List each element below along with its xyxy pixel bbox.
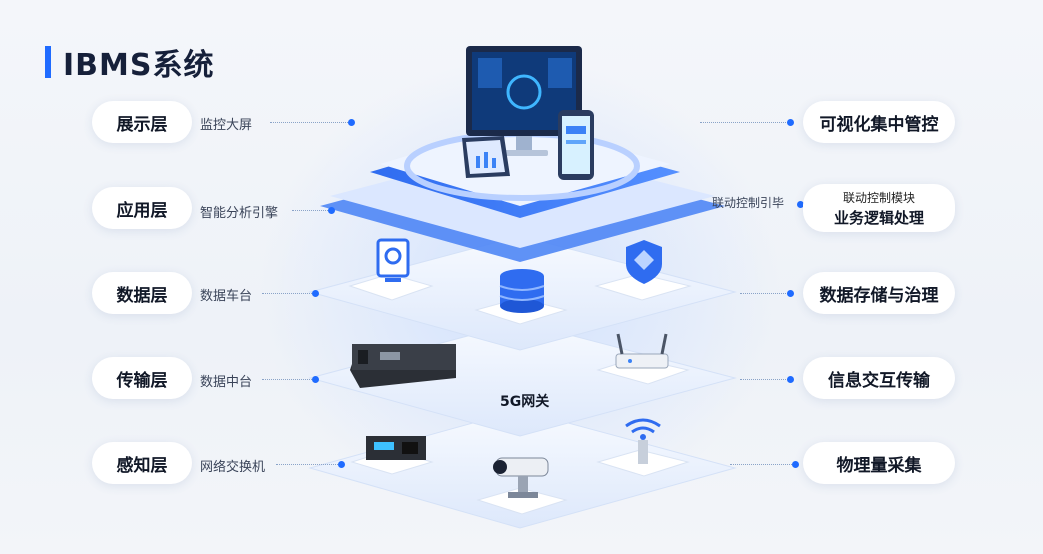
layer-name: 应用层 xyxy=(116,200,168,221)
layer-desc-data: 数据车台 xyxy=(200,289,253,304)
connector-dot xyxy=(787,290,794,297)
connector-line xyxy=(740,293,790,294)
mid-label-application: 联动控制引毕 xyxy=(712,196,785,210)
connector-dot xyxy=(792,461,799,468)
layer-name: 传输层 xyxy=(116,370,168,391)
connector-line xyxy=(270,122,350,123)
connector-line xyxy=(730,464,792,465)
router-icon xyxy=(596,333,690,385)
connector-line xyxy=(700,122,790,123)
camera-icon xyxy=(476,457,568,515)
connector-dot xyxy=(348,119,355,126)
function-pill-physical-collection: 物理量采集 xyxy=(803,442,955,484)
tablet-icon xyxy=(462,136,510,178)
function-label: 业务逻辑处理 xyxy=(833,209,924,227)
function-pill-data-storage: 数据存储与治理 xyxy=(803,272,955,314)
server-box-icon xyxy=(350,344,456,388)
connector-dot xyxy=(312,290,319,297)
title-block: IBMS系统 xyxy=(45,40,215,84)
function-pill-business-logic: 联动控制模块 业务逻辑处理 xyxy=(803,184,955,232)
monitor-icon xyxy=(466,46,582,156)
layer-name: 数据层 xyxy=(116,285,168,306)
gateway-label: 5G网关 xyxy=(500,394,550,410)
connector-dot xyxy=(787,376,794,383)
connector-line xyxy=(262,293,312,294)
title-accent-bar xyxy=(45,46,51,78)
connector-dot xyxy=(797,201,804,208)
connector-line xyxy=(276,464,338,465)
id-card-icon xyxy=(348,238,434,301)
layer-pill-data: 数据层 xyxy=(92,272,192,314)
wifi-sensor-icon xyxy=(596,418,690,477)
function-pill-visual-control: 可视化集中管控 xyxy=(803,101,955,143)
function-label: 可视化集中管控 xyxy=(819,114,939,135)
switch-box-icon xyxy=(350,436,434,475)
layer-pill-application: 应用层 xyxy=(92,187,192,229)
connector-dot xyxy=(787,119,794,126)
connector-dot xyxy=(312,376,319,383)
database-icon xyxy=(474,269,568,325)
connector-line xyxy=(292,210,330,211)
phone-icon xyxy=(558,110,594,180)
connector-dot xyxy=(338,461,345,468)
layer-pill-perception: 感知层 xyxy=(92,442,192,484)
layer-name: 感知层 xyxy=(116,455,168,476)
function-sublabel: 联动控制模块 xyxy=(842,191,915,205)
layer-desc-presentation: 监控大屏 xyxy=(200,118,253,133)
function-pill-info-exchange: 信息交互传输 xyxy=(803,357,955,399)
layer-desc-application: 智能分析引擎 xyxy=(200,206,279,221)
page-title: IBMS系统 xyxy=(63,48,215,83)
connector-line xyxy=(262,379,312,380)
shield-icon xyxy=(594,240,692,301)
connector-line xyxy=(740,379,790,380)
layer-desc-perception: 网络交换机 xyxy=(200,460,266,475)
connector-dot xyxy=(328,207,335,214)
layer-pill-presentation: 展示层 xyxy=(92,101,192,143)
function-label: 信息交互传输 xyxy=(828,370,930,391)
layer-desc-transmission: 数据中台 xyxy=(200,375,253,390)
function-label: 数据存储与治理 xyxy=(819,285,939,306)
function-label: 物理量采集 xyxy=(836,455,922,476)
layer-name: 展示层 xyxy=(116,114,168,135)
layer-pill-transmission: 传输层 xyxy=(92,357,192,399)
